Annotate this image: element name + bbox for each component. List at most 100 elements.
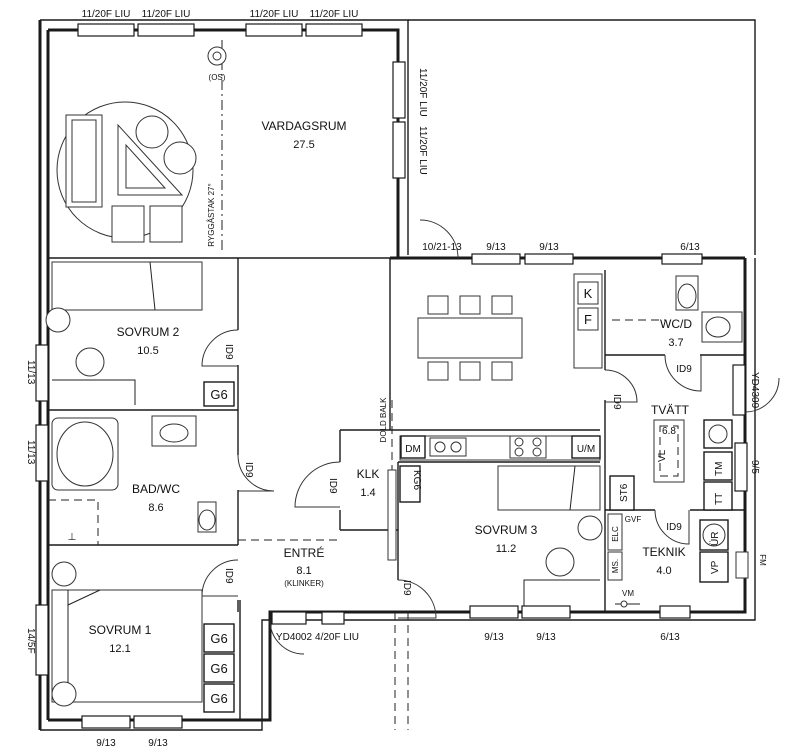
beam-hatch [387, 469, 397, 561]
bathtub-basin [56, 421, 114, 487]
armchair-2 [149, 205, 183, 243]
window-label-k1: 9/13 [486, 242, 506, 253]
room-name-sovrum3: SOVRUM 3 [475, 523, 538, 537]
wardrobe-st6 [609, 475, 635, 511]
window-label-right-yd: YD4309 [749, 372, 760, 409]
roof-pitch-label: RYGGÅSTAK 27° [207, 183, 216, 246]
room-note-entre: (KLINKER) [284, 579, 324, 588]
oven-um-label: U/M [577, 444, 595, 455]
window-label-left-bad: 11/13 [25, 440, 36, 465]
sink-bad-basin [159, 423, 189, 443]
annotations: (OS) RYGGÅSTAK 27° DOLD BALK [207, 73, 388, 442]
window-label-bot1: 9/13 [96, 738, 116, 749]
room-area-entre: 8.1 [296, 565, 311, 577]
window-label-top2: 11/20F LIU [142, 9, 191, 20]
boiler-ur-label: ÜR [709, 532, 721, 546]
heatpump-vp-label: VP [710, 560, 721, 574]
door-label-5: ID9 [401, 580, 412, 596]
window-label-bot-ent2: 4/20F LIU [315, 632, 359, 643]
sink-vl-basin [659, 425, 679, 477]
window-label-bot-s3a: 9/13 [484, 632, 504, 643]
sink-bowl-1 [434, 441, 446, 453]
room-area-teknik: 4.0 [656, 565, 671, 577]
window-k1 [471, 253, 521, 265]
wardrobe-g6-1 [203, 623, 235, 653]
window-label-left-sov2: 11/13 [25, 360, 36, 385]
window-bot-s3a [469, 605, 519, 619]
klk-closet: KG6 [387, 465, 422, 561]
door-sovrum2 [201, 329, 239, 367]
dryer-tm [703, 451, 733, 481]
window-label-top4: 11/20F LIU [310, 9, 359, 20]
dining-chair-4 [427, 361, 449, 381]
window-top-3 [245, 23, 303, 37]
boiler-ur-drum [702, 523, 726, 547]
chair-2 [75, 347, 105, 377]
bedroom1-furniture: G6 G6 G6 [51, 561, 235, 713]
sofa-seat [71, 119, 97, 203]
wcd-furniture [612, 275, 743, 343]
wardrobe-g6-2-label: G6 [210, 661, 227, 676]
room-name-wcd: WC/D [660, 317, 692, 331]
coffee-table-inner [125, 143, 167, 189]
bathroom-furniture: ⊥ [51, 415, 217, 543]
wardrobe-g6-3 [203, 683, 235, 713]
door-bad [237, 454, 275, 492]
dining-chair-1 [427, 295, 449, 315]
window-top-2 [137, 23, 195, 37]
nightstand-3 [577, 515, 603, 541]
door-wc [664, 354, 702, 392]
room-area-badwc: 8.6 [148, 502, 163, 514]
window-right-1 [392, 61, 406, 119]
windows [35, 23, 748, 729]
room-name-klk: KLK [357, 467, 380, 481]
door-entre [269, 619, 305, 655]
ms-cabinet [607, 551, 623, 581]
window-label-left-sov1: 14/5F [25, 628, 36, 654]
doors [201, 219, 780, 655]
window-label-bot-ent1: YD4002 [276, 632, 313, 643]
freezer-f-label: F [584, 312, 592, 327]
window-label-right1: 11/20F LIU [417, 68, 428, 117]
toilet-bad-bowl [198, 509, 216, 531]
window-right-2 [392, 121, 406, 179]
room-name-entre: ENTRÉ [284, 545, 325, 560]
window-bot-ent2 [321, 611, 345, 625]
window-bot-s3b [521, 605, 571, 619]
door-tvatt [604, 369, 638, 403]
door-labels: ID9 ID9 ID9 ID9 ID9 ID9 ID9 ID9 [223, 344, 692, 596]
window-bot-1 [81, 715, 131, 729]
gvf-label: GVF [625, 515, 642, 524]
ms-label: MS. [611, 559, 620, 573]
bed-2-fold [149, 261, 156, 311]
nightstand-1b [51, 681, 77, 707]
window-label-bot2: 9/13 [148, 738, 168, 749]
fm-label: FM [758, 554, 767, 566]
bed-2 [51, 261, 203, 311]
window-top-4 [305, 23, 363, 37]
wardrobe-g6-1-label: G6 [210, 631, 227, 646]
window-left-sov2 [35, 344, 49, 402]
fireplace-os-inner [212, 51, 222, 61]
room-area-klk: 1.4 [360, 487, 375, 499]
wardrobe-g6-sov2-label: G6 [210, 387, 227, 402]
room-area-sovrum3: 11.2 [496, 543, 517, 555]
window-label-top3: 11/20F LIU [250, 9, 299, 20]
burner-1 [514, 437, 524, 447]
window-label-bot-s3b: 9/13 [536, 632, 556, 643]
door-teknik [654, 509, 690, 545]
room-name-sovrum2: SOVRUM 2 [117, 325, 180, 339]
washer-drum [708, 424, 728, 444]
dining-table [417, 317, 523, 359]
room-area-sovrum2: 10.5 [137, 345, 158, 357]
window-label-right2: 11/20F LIU [417, 126, 428, 175]
desk-3 [523, 579, 600, 606]
wardrobe-g6-2 [203, 653, 235, 683]
door-label-7: ID9 [676, 364, 692, 375]
window-labels: 11/20F LIU 11/20F LIU 11/20F LIU 11/20F … [25, 9, 760, 749]
window-right-95 [734, 442, 748, 492]
window-left-sov1 [35, 604, 49, 676]
window-top-1 [77, 23, 135, 37]
stool-2 [163, 141, 197, 175]
